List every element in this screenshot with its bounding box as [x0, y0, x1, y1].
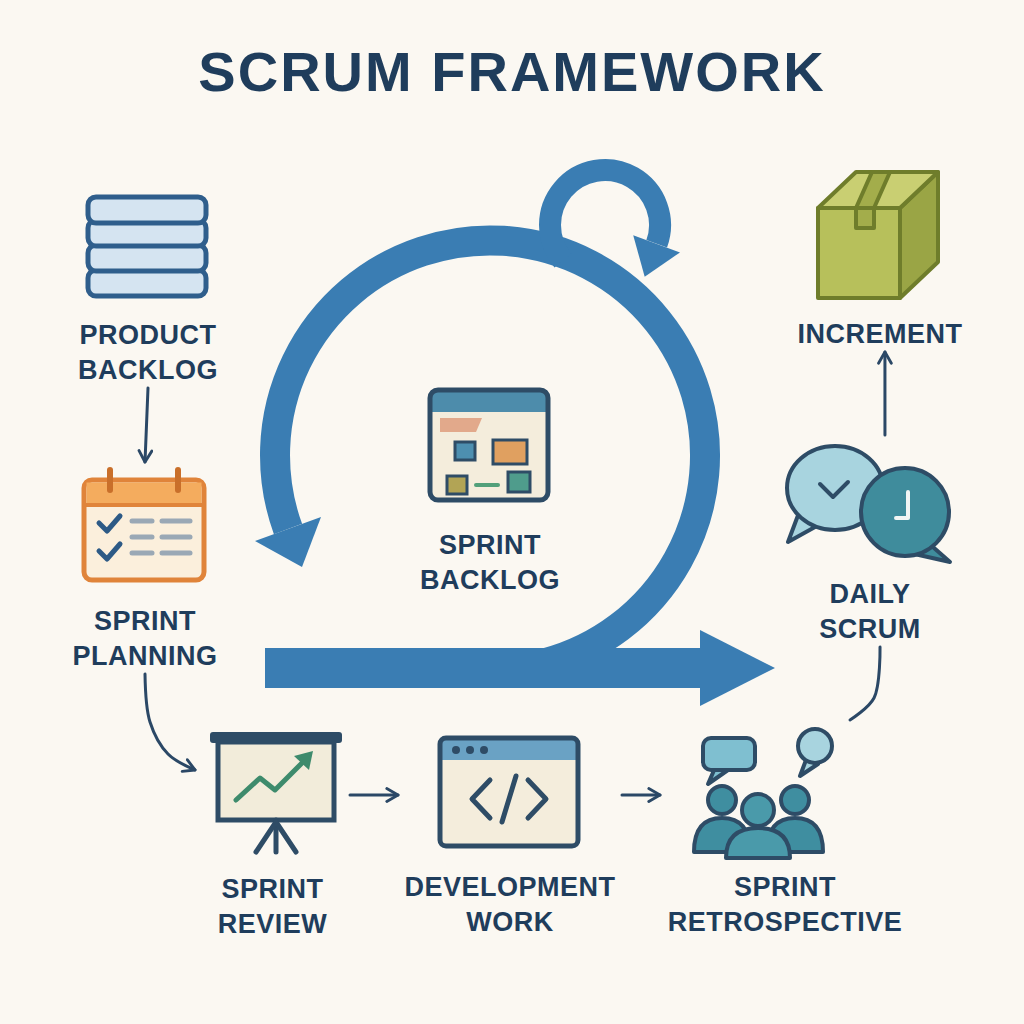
flow-arrow: [145, 674, 195, 770]
step-label: INCREMENT: [798, 317, 963, 352]
daily-loop-arrow-part: [633, 235, 680, 277]
step-node: DAILY SCRUM: [785, 435, 955, 647]
presentation-icon-part: [236, 762, 303, 800]
code-window-icon-part: [440, 738, 578, 846]
team-icon-part: [726, 828, 790, 858]
flow-arrow: [883, 352, 886, 435]
backlog-stack-icon-part: [88, 270, 206, 296]
code-window-icon-part: [442, 740, 576, 760]
code-window-icon-part-part: [472, 780, 490, 818]
code-window-icon-part: [440, 738, 578, 846]
flow-arrow: [622, 793, 660, 796]
step-label: SPRINT RETROSPECTIVE: [660, 870, 910, 940]
step-node: DEVELOPMENT WORK: [398, 728, 622, 940]
calendar-icon-part-part: [162, 535, 190, 540]
step-node: SPRINT PLANNING: [60, 462, 230, 674]
team-icon: [694, 729, 832, 858]
calendar-icon-part-part: [162, 519, 190, 524]
diagram-title: SCRUM FRAMEWORK: [0, 40, 1024, 104]
presentation-icon-part: [256, 820, 296, 852]
increment-box-icon-part: [818, 172, 938, 208]
presentation-icon-part-part: [276, 822, 296, 852]
sprint-board-icon-part: [432, 392, 546, 412]
calendar-icon-part-part: [132, 535, 152, 540]
calendar-icon-part-part: [132, 551, 152, 556]
code-window-icon-part-part: [502, 776, 516, 822]
step-label: DEVELOPMENT WORK: [398, 870, 622, 940]
calendar-icon-part-part: [132, 519, 152, 524]
calendar-icon-part-part: [162, 551, 190, 556]
team-icon-part: [798, 729, 832, 763]
calendar-icon-part: [99, 516, 120, 531]
cycle-arrow-part: [265, 648, 705, 688]
sprint-board-icon-part: [508, 472, 530, 492]
calendar-icon-part: [84, 480, 204, 580]
step-label: SPRINT PLANNING: [60, 604, 230, 674]
presentation-icon-part-part: [256, 822, 276, 852]
speech-bubbles-icon: [787, 446, 950, 562]
presentation-icon-part: [294, 751, 313, 770]
speech-bubbles-icon-part: [861, 468, 949, 556]
step-label: DAILY SCRUM: [785, 577, 955, 647]
backlog-stack-icon: [88, 197, 206, 296]
step-node: SPRINT REVIEW: [195, 722, 350, 942]
step-node: INCREMENT: [785, 160, 975, 352]
calendar-icon: [84, 470, 204, 580]
cycle-arrow-part: [275, 240, 705, 663]
code-window-icon: [440, 738, 578, 846]
speech-bubbles-icon-part: [896, 492, 908, 518]
sprint-board-icon-part: [440, 418, 482, 432]
code-window-icon-part: [480, 746, 488, 754]
increment-box-icon-part: [818, 208, 900, 298]
step-label: SPRINT REVIEW: [195, 872, 350, 942]
sprint-board-icon-part: [493, 440, 527, 464]
calendar-icon-part: [132, 521, 190, 553]
increment-box-icon-part: [856, 172, 890, 208]
code-window-icon-part: [452, 746, 460, 754]
step-label: SPRINT BACKLOG: [405, 528, 575, 598]
code-window-icon-part-part: [528, 780, 546, 818]
presentation-icon: [210, 732, 342, 852]
sprint-board-icon-part: [430, 390, 548, 500]
step-node: SPRINT RETROSPECTIVE: [660, 720, 910, 940]
sprint-board-icon: [430, 390, 548, 500]
cycle-arrow-part: [700, 630, 775, 706]
speech-bubbles-icon-part: [820, 482, 848, 497]
sprint-board-icon-part: [455, 442, 475, 460]
calendar-icon-part: [107, 470, 113, 490]
calendar-icon-part: [99, 544, 120, 559]
cycle-arrow-part: [255, 517, 321, 567]
increment-box-icon-part: [856, 208, 874, 228]
calendar-icon-part: [175, 470, 181, 490]
cycle-arrow: [255, 240, 775, 706]
step-node: PRODUCT BACKLOG: [63, 190, 233, 388]
team-icon-part: [742, 794, 774, 826]
code-window-icon-part: [466, 746, 474, 754]
flow-arrow: [350, 793, 398, 796]
backlog-stack-icon-part: [88, 197, 206, 223]
step-node: SPRINT BACKLOG: [405, 382, 575, 598]
team-icon-part: [781, 786, 809, 814]
presentation-icon-part: [218, 742, 334, 820]
team-icon-part: [703, 738, 755, 770]
backlog-stack-icon-part: [88, 245, 206, 271]
step-label: PRODUCT BACKLOG: [63, 318, 233, 388]
flow-arrow: [145, 388, 148, 462]
team-icon-part: [708, 786, 736, 814]
calendar-icon-part: [84, 503, 204, 507]
calendar-icon-part: [87, 483, 202, 505]
daily-loop-arrow: [550, 170, 680, 277]
sprint-board-icon-part: [447, 476, 467, 494]
sprint-board-icon-part: [430, 390, 548, 500]
code-window-icon-part: [472, 776, 546, 822]
flow-arrow: [850, 647, 880, 720]
sprint-board-icon-part: [476, 483, 498, 487]
presentation-icon-part: [210, 732, 342, 743]
increment-box-icon: [818, 172, 938, 298]
